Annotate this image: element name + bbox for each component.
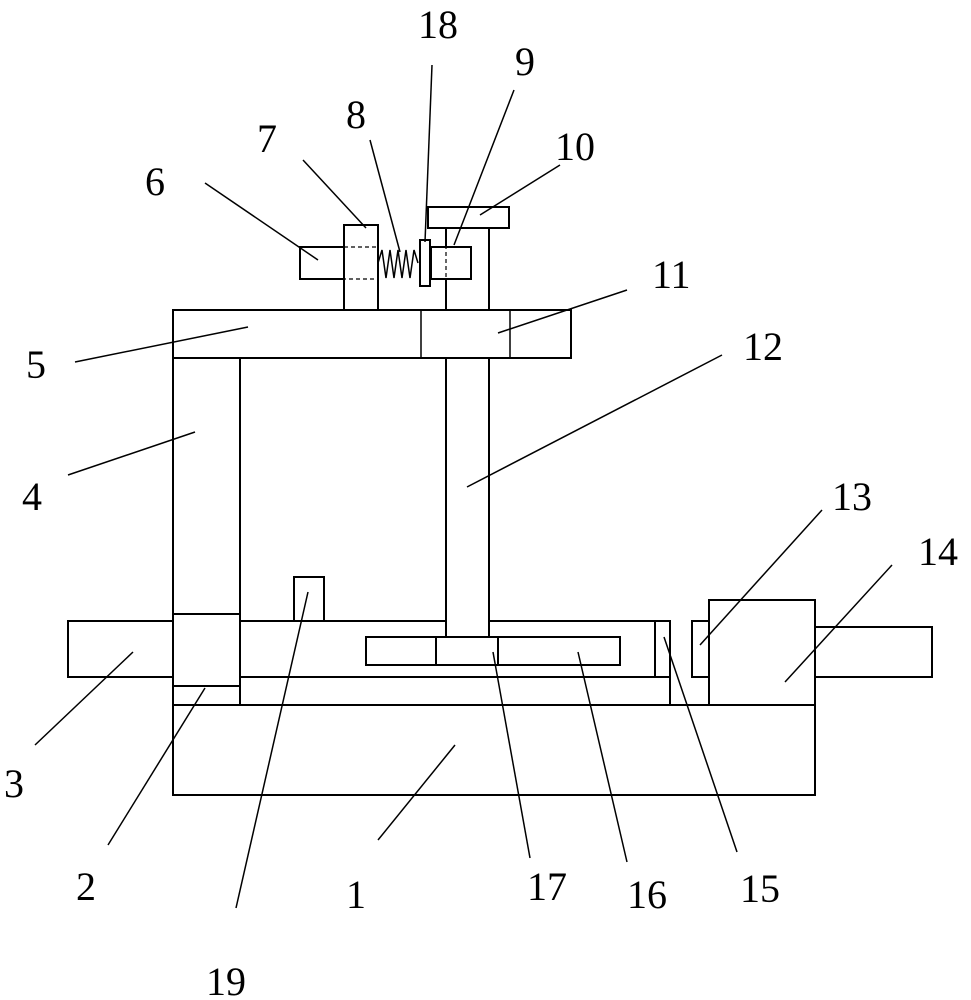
label-1: 1 [346, 872, 366, 917]
part-end-plate [654, 620, 671, 678]
label-11: 11 [652, 252, 691, 297]
label-16: 16 [627, 872, 667, 917]
leader-19 [235, 591, 309, 909]
part-base [172, 704, 816, 796]
part-rail-left [67, 620, 174, 678]
label-3: 3 [4, 761, 24, 806]
part-gear-right [497, 636, 621, 666]
label-2: 2 [76, 864, 96, 909]
leader-5 [74, 326, 249, 363]
part-motor [708, 599, 816, 706]
part-pin-left [299, 246, 345, 280]
part-shaft [445, 357, 490, 639]
leader-17 [492, 651, 531, 859]
leader-7 [302, 159, 367, 229]
label-5: 5 [26, 342, 46, 387]
label-13: 13 [832, 474, 872, 519]
part-top-arm [172, 309, 572, 359]
leader-10 [479, 164, 561, 216]
leader-6 [204, 182, 319, 261]
part-column-foot [172, 684, 241, 706]
leader-9 [453, 89, 515, 246]
leader-2 [107, 687, 206, 846]
leader-14 [784, 564, 893, 683]
label-8: 8 [346, 92, 366, 137]
leader-lines [34, 64, 893, 909]
part-column [172, 357, 241, 615]
label-19: 19 [206, 959, 246, 1000]
part-motor-shaft [814, 626, 933, 678]
part-shaft-foot [435, 636, 499, 666]
leader-12 [466, 354, 723, 488]
part-rail-lower [239, 676, 671, 706]
leader-18 [424, 64, 433, 243]
label-9: 9 [515, 39, 535, 84]
part-post [343, 224, 379, 311]
part-coupling [691, 620, 710, 678]
part-column-block [172, 613, 241, 687]
leader-4 [67, 431, 196, 476]
leader-11 [497, 289, 628, 334]
label-14: 14 [918, 529, 958, 574]
label-15: 15 [740, 866, 780, 911]
label-7: 7 [257, 116, 277, 161]
label-4: 4 [22, 474, 42, 519]
part-stop-pin [419, 239, 431, 287]
label-12: 12 [743, 324, 783, 369]
leader-8 [369, 139, 401, 253]
leader-3 [34, 651, 134, 746]
part-shaft-cap [427, 206, 510, 229]
label-10: 10 [555, 124, 595, 169]
leader-16 [577, 651, 628, 863]
label-6: 6 [145, 159, 165, 204]
leader-15 [663, 636, 738, 853]
label-18: 18 [418, 2, 458, 47]
leader-13 [699, 509, 823, 646]
part-labels: 1 2 3 4 5 6 7 8 18 9 10 11 12 13 14 15 1… [4, 2, 958, 1000]
leader-1 [377, 744, 456, 841]
part-small-block [293, 576, 325, 622]
part-pin-dashed-right [445, 246, 472, 280]
label-17: 17 [527, 864, 567, 909]
drawing-parts [67, 206, 933, 796]
part-pin-right [430, 246, 472, 280]
part-spring [377, 249, 419, 279]
part-gear-left [365, 636, 437, 666]
